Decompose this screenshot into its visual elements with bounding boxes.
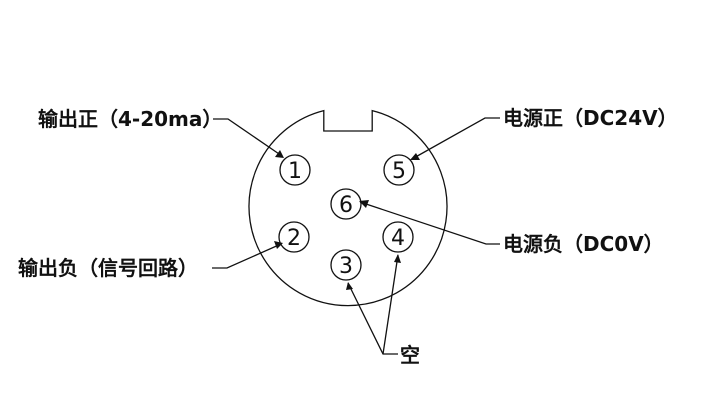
pin-2-circle <box>278 221 310 253</box>
leader-empty <box>346 254 401 355</box>
pin-1: 1 <box>279 154 311 186</box>
pin-4-number: 4 <box>391 226 405 251</box>
leader-power-negative <box>359 200 500 245</box>
pin-4-circle <box>382 221 414 253</box>
pin-1-number: 1 <box>288 159 302 184</box>
pin-2-number: 2 <box>287 226 301 251</box>
leader-output-positive <box>213 118 284 158</box>
pin-5: 5 <box>383 154 415 186</box>
pin-6-number: 6 <box>339 193 353 218</box>
leader-power-positive <box>410 117 500 160</box>
pin-3-circle <box>330 249 362 281</box>
pin-6-circle <box>330 188 362 220</box>
pin-4: 4 <box>382 221 414 253</box>
pin-5-circle <box>383 154 415 186</box>
label-output-positive: 输出正（4-20ma） <box>38 107 222 131</box>
label-power-negative: 电源负（DC0V） <box>503 232 664 256</box>
pin-6: 6 <box>330 188 362 220</box>
pin-5-number: 5 <box>392 159 406 184</box>
label-output-negative: 输出负（信号回路） <box>18 256 198 280</box>
pin-3-number: 3 <box>339 254 353 279</box>
pin-3: 3 <box>330 249 362 281</box>
leader-output-negative <box>212 241 283 269</box>
label-power-positive: 电源正（DC24V） <box>503 106 678 130</box>
pin-1-circle <box>279 154 311 186</box>
pin-2: 2 <box>278 221 310 253</box>
label-empty: 空 <box>400 343 420 367</box>
